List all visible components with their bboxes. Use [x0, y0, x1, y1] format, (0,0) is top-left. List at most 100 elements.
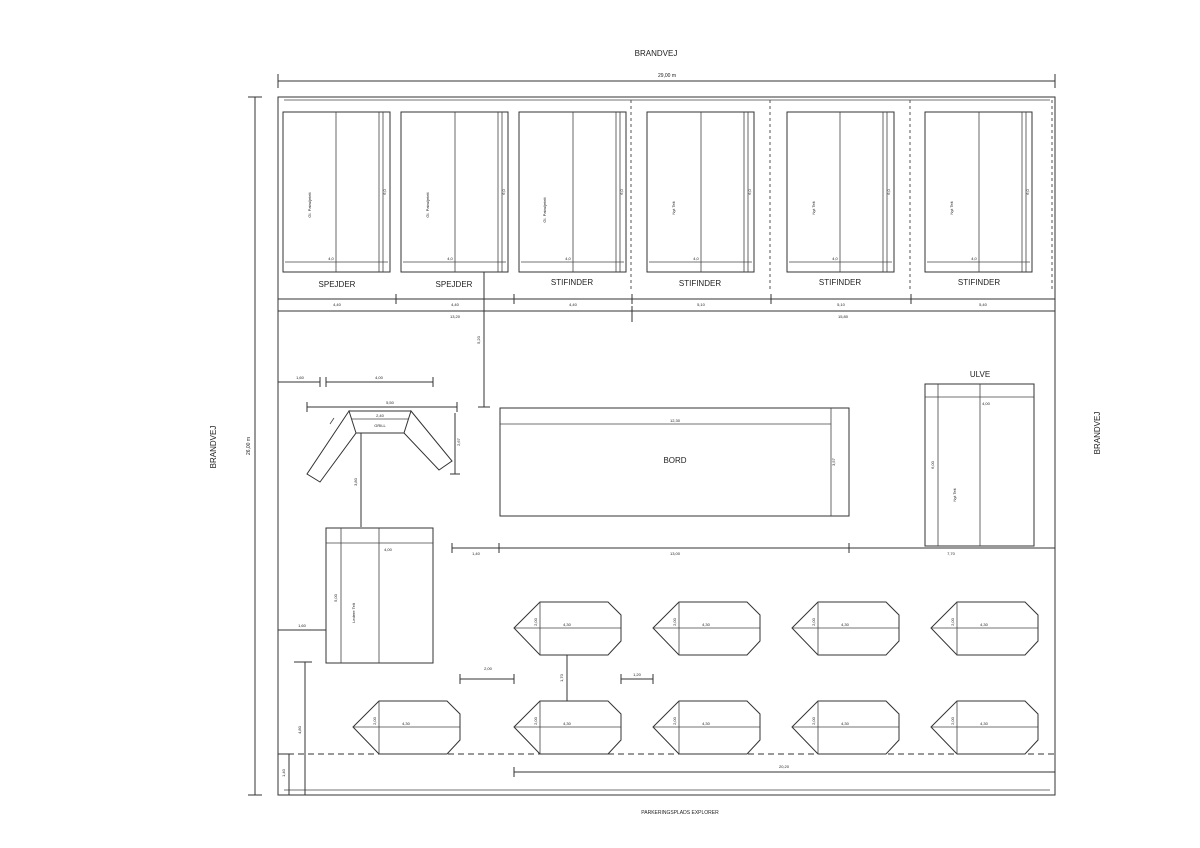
street-top-label: BRANDVEJ [635, 49, 678, 58]
top-tent-4-group: STIFINDER [679, 279, 721, 288]
small-tents-lower-row: 4,30 2,00 4,30 2,00 4,30 2,00 4,30 2,00 [352, 700, 1039, 755]
small-tent-u2-wid: 2,00 [672, 617, 677, 626]
top-tent-3-name: Gl. Patruljetelt [542, 197, 547, 223]
spacing-3: 4,40 [569, 302, 578, 307]
small-tent-u1-len: 4,30 [563, 622, 572, 627]
bottom-dim-left-tall: 4,80 [297, 725, 302, 734]
top-tent-5: Nyt Telt 6,0 4,0 STIFINDER [786, 111, 895, 287]
leader-tent: 4,00 5,00 Ledere Telt 1,60 [278, 527, 434, 664]
small-tent-u3-len: 4,30 [841, 622, 850, 627]
spacing-1: 4,40 [333, 302, 342, 307]
row-gap-h: 2,00 [484, 666, 493, 671]
small-tent-l4: 4,30 2,00 [930, 700, 1039, 755]
top-tent-2-name: Gl. Patruljetelt [425, 192, 430, 218]
top-tent-3-dim-h: 6,0 [619, 188, 624, 194]
top-tent-6-group: STIFINDER [958, 278, 1000, 287]
small-tent-l3-len: 4,30 [841, 721, 850, 726]
street-left-label: BRANDVEJ [209, 426, 218, 469]
top-tent-6-dim-w: 4,0 [971, 256, 977, 261]
grill-label: GRILL [374, 423, 386, 428]
row-gap-dimensions: 2,00 1,70 1,20 [459, 654, 654, 703]
spacing-2: 4,40 [451, 302, 460, 307]
table-gap-label: 5,20 [476, 335, 481, 344]
table-gap-dimension: 5,20 [476, 272, 490, 408]
small-tent-l1: 4,30 2,00 [513, 700, 622, 755]
ulve-label: ULVE [970, 370, 990, 379]
mid-dim-b: 13,00 [670, 551, 681, 556]
small-tent-u3: 4,30 2,00 [791, 601, 900, 656]
table: 12,30 3,57 BORD [499, 407, 850, 517]
small-tent-l1-len: 4,30 [563, 721, 572, 726]
row-gap-v: 1,70 [559, 673, 564, 682]
top-tent-1-name: Gl. Patruljetelt [307, 192, 312, 218]
top-tent-4-dim-h: 6,0 [747, 188, 752, 194]
grill-to-tent-dim: 3,80 [353, 477, 358, 486]
overall-height-label: 26,00 m [246, 437, 252, 455]
small-tent-l4-wid: 2,00 [950, 716, 955, 725]
top-tent-6-dim-h: 6,0 [1025, 188, 1030, 194]
top-tent-2-dim-w: 4,0 [447, 256, 453, 261]
small-tent-l2: 4,30 2,00 [652, 700, 761, 755]
street-bottom-label: PARKERINGSPLADS EXPLORER [641, 810, 719, 816]
small-tent-u2-len: 4,30 [702, 622, 711, 627]
group-total-right: 15,80 [838, 314, 849, 319]
grill-offset-a: 1,60 [296, 375, 305, 380]
small-tent-l0-wid: 2,00 [372, 716, 377, 725]
bottom-dim-left-short: 1,40 [281, 768, 286, 777]
row-gap-h2: 1,20 [633, 672, 642, 677]
top-tent-1-dim-h: 6,0 [382, 188, 387, 194]
small-tent-l3: 4,30 2,00 [791, 700, 900, 755]
small-tent-l0: 4,30 2,00 [352, 700, 461, 755]
top-tent-2: Gl. Patruljetelt 6,0 4,0 SPEJDER [400, 111, 509, 289]
overall-width-label: 29,00 m [658, 73, 676, 79]
small-tent-u1: 4,30 2,00 [513, 601, 622, 656]
bottom-dimensions: 4,80 1,40 20,20 [278, 661, 1055, 795]
small-tent-u4: 4,30 2,00 [930, 601, 1039, 656]
grill: 5,50 2,40 GRILL 2,67 3,80 [306, 400, 461, 527]
top-tent-5-dim-w: 4,0 [832, 256, 838, 261]
top-tents-row: Gl. Patruljetelt 6,0 4,0 SPEJDER Gl. Pat… [282, 100, 1053, 290]
spacing-6: 5,40 [979, 302, 988, 307]
grill-offset-dimensions: 1,60 4,00 [278, 375, 434, 387]
spacing-5: 5,10 [837, 302, 846, 307]
top-tent-6-name: Nyt Telt [949, 200, 954, 214]
top-tent-1-group: SPEJDER [319, 280, 356, 289]
top-tent-3: Gl. Patruljetelt 6,0 4,0 STIFINDER [518, 111, 627, 287]
top-tent-4-dim-w: 4,0 [693, 256, 699, 261]
ulve-width: 4,00 [982, 401, 991, 406]
overall-width-dimension: 29,00 m [277, 73, 1056, 88]
top-tent-1-dim-w: 4,0 [328, 256, 334, 261]
table-depth: 3,57 [831, 457, 836, 466]
street-right-label: BRANDVEJ [1093, 412, 1102, 455]
mid-dim-a: 1,40 [472, 551, 481, 556]
grill-height: 2,67 [456, 437, 461, 446]
tent-spacing-dimensions: 4,40 4,40 4,40 5,10 5,10 5,40 13,20 15,8… [277, 294, 1056, 322]
top-tent-4: Nyt Telt 6,0 4,0 STIFINDER [646, 111, 755, 288]
edge-to-tent-dim: 1,60 [298, 623, 307, 628]
top-tent-5-name: Nyt Telt [811, 200, 816, 214]
grill-offset-b: 4,00 [375, 375, 384, 380]
small-tent-u3-wid: 2,00 [811, 617, 816, 626]
small-tent-u4-len: 4,30 [980, 622, 989, 627]
ulve-height: 6,00 [930, 460, 935, 469]
top-tent-1: Gl. Patruljetelt 6,0 4,0 SPEJDER [282, 111, 391, 289]
small-tent-l4-len: 4,30 [980, 721, 989, 726]
top-tent-2-group: SPEJDER [436, 280, 473, 289]
leader-tent-height: 5,00 [333, 593, 338, 602]
table-label: BORD [663, 456, 686, 465]
ulve-tent: ULVE 4,00 6,00 Nyt Telt [924, 370, 1035, 547]
site-boundary [277, 96, 1056, 796]
top-tent-2-dim-h: 6,0 [501, 188, 506, 194]
small-tent-l2-len: 4,30 [702, 721, 711, 726]
small-tent-u4-wid: 2,00 [950, 617, 955, 626]
bottom-dim-long: 20,20 [779, 764, 790, 769]
ulve-name: Nyt Telt [952, 487, 957, 501]
small-tents-upper-row: 4,30 2,00 4,30 2,00 4,30 2,00 4,30 2,00 [513, 601, 1039, 656]
top-tent-5-group: STIFINDER [819, 278, 861, 287]
small-tent-u2: 4,30 2,00 [652, 601, 761, 656]
top-tent-3-dim-w: 4,0 [565, 256, 571, 261]
table-length: 12,30 [670, 418, 681, 423]
leader-tent-name: Ledere Telt [351, 602, 356, 623]
top-tent-3-group: STIFINDER [551, 278, 593, 287]
